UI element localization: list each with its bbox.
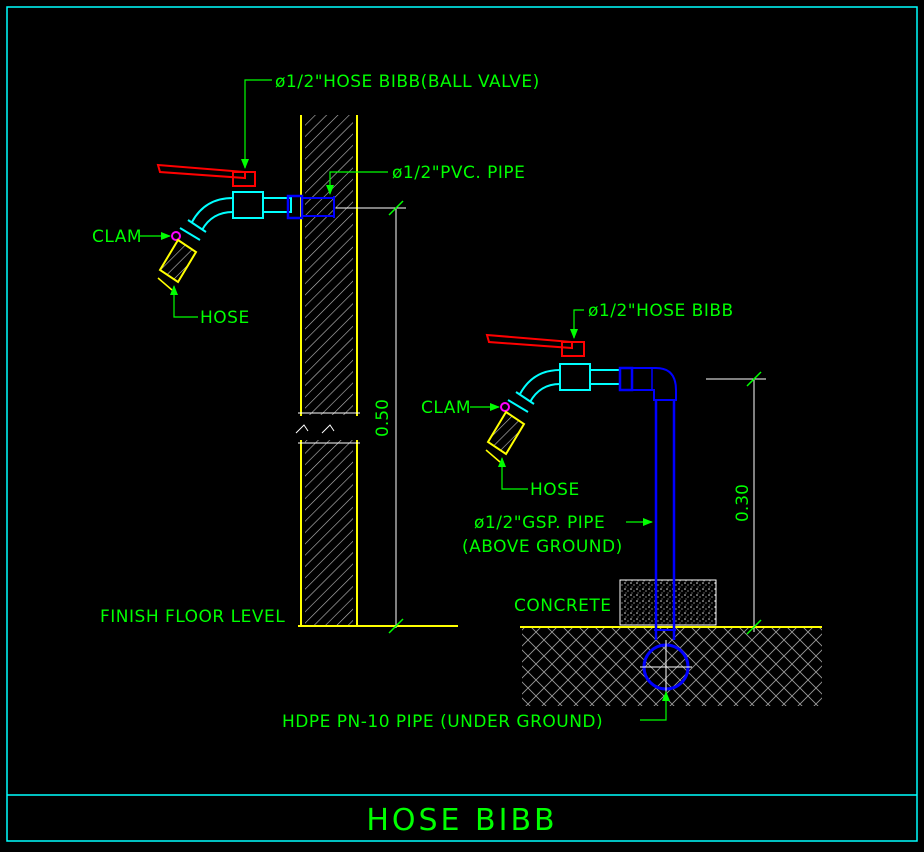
left-bibb-leader (241, 79, 272, 169)
hdpe-pipe-label: HDPE PN-10 PIPE (UNDER GROUND) (282, 712, 603, 732)
right-hose-leader (498, 457, 528, 490)
right-bibb-label: ø1/2"HOSE BIBB (588, 301, 734, 321)
concrete-label: CONCRETE (514, 596, 612, 616)
right-clam-label: CLAM (421, 398, 471, 418)
left-wall-section (295, 115, 360, 626)
gsp-pipe-label-line2: (ABOVE GROUND) (462, 537, 623, 557)
left-dimension-050 (336, 200, 406, 634)
left-clam-label: CLAM (92, 227, 142, 247)
hdpe-pipe-section (640, 640, 692, 694)
pvc-pipe-label: ø1/2"PVC. PIPE (392, 163, 525, 183)
right-dimension-030 (706, 371, 766, 635)
left-hose-bibb (156, 163, 335, 291)
sheet-border (6, 6, 918, 842)
left-hose-label: HOSE (200, 308, 250, 328)
concrete-block (619, 579, 717, 626)
gsp-pipe (654, 400, 676, 640)
right-dimension-text: 0.30 (733, 484, 753, 522)
finish-floor-label: FINISH FLOOR LEVEL (100, 607, 285, 627)
hdpe-pipe-leader (640, 691, 670, 721)
right-bibb-leader (570, 309, 584, 339)
left-dimension-text: 0.50 (373, 399, 393, 437)
left-bibb-label: ø1/2"HOSE BIBB(BALL VALVE) (275, 72, 540, 92)
right-hose-label: HOSE (530, 480, 580, 500)
left-hose-leader (170, 285, 198, 318)
pvc-pipe-leader (326, 171, 388, 195)
gsp-pipe-label-line1: ø1/2"GSP. PIPE (474, 513, 605, 533)
drawing-title: HOSE BIBB (366, 803, 557, 838)
right-hose-bibb (485, 333, 677, 463)
